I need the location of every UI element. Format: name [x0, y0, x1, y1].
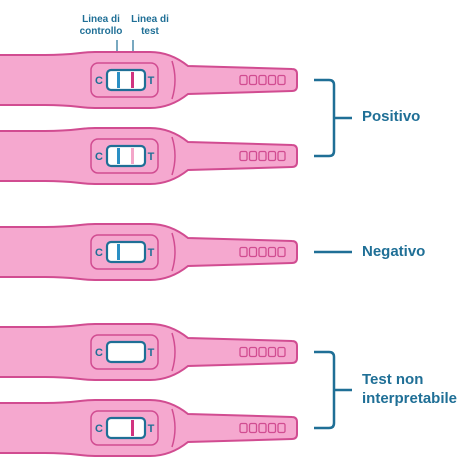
handle-slot: [248, 150, 258, 162]
control-letter: C: [95, 151, 103, 163]
handle-slot: [248, 422, 258, 434]
control-line: [117, 244, 120, 260]
handle-slot: [277, 150, 286, 162]
handle-slot: [267, 246, 277, 258]
handle-slot: [258, 346, 267, 358]
result-window: [105, 144, 147, 168]
control-letter: C: [95, 75, 103, 87]
handle-slot: [258, 422, 267, 434]
test-letter: T: [148, 247, 155, 259]
stick-grip-edge: [171, 232, 176, 272]
handle-slot: [248, 74, 258, 86]
control-line: [117, 148, 120, 164]
test-line: [131, 72, 134, 88]
stick-grip-edge: [171, 408, 176, 448]
handle-slot: [277, 74, 286, 86]
handle-slot: [267, 346, 277, 358]
control-line: [117, 72, 120, 88]
result-window: [105, 340, 147, 364]
stick-grip-edge: [171, 332, 176, 372]
handle-slot: [277, 346, 286, 358]
test-letter: T: [148, 151, 155, 163]
result-window: [105, 416, 147, 440]
handle-slot: [239, 246, 248, 258]
handle-slot: [258, 74, 267, 86]
handle-slot: [248, 346, 258, 358]
test-letter: T: [148, 75, 155, 87]
test-letter: T: [148, 347, 155, 359]
result-window: [105, 68, 147, 92]
stick-grip-edge: [171, 136, 176, 176]
handle-slot: [258, 246, 267, 258]
handle-slot: [267, 422, 277, 434]
control-letter: C: [95, 347, 103, 359]
handle-slot: [277, 246, 286, 258]
stick-grip-edge: [171, 60, 176, 100]
result-label: Negativo: [362, 243, 425, 260]
control-letter: C: [95, 247, 103, 259]
handle-slot: [239, 346, 248, 358]
test-line: [131, 420, 134, 436]
control-letter: C: [95, 423, 103, 435]
handle-slot: [248, 246, 258, 258]
handle-slot: [267, 74, 277, 86]
result-label: Positivo: [362, 108, 420, 125]
handle-slot: [239, 422, 248, 434]
result-bracket: [314, 350, 352, 430]
test-line: [131, 148, 134, 164]
handle-slot: [267, 150, 277, 162]
handle-slot: [258, 150, 267, 162]
result-bracket: [314, 78, 352, 158]
handle-slot: [239, 74, 248, 86]
result-window: [105, 240, 147, 264]
handle-slot: [239, 150, 248, 162]
test-letter: T: [148, 423, 155, 435]
handle-slot: [277, 422, 286, 434]
